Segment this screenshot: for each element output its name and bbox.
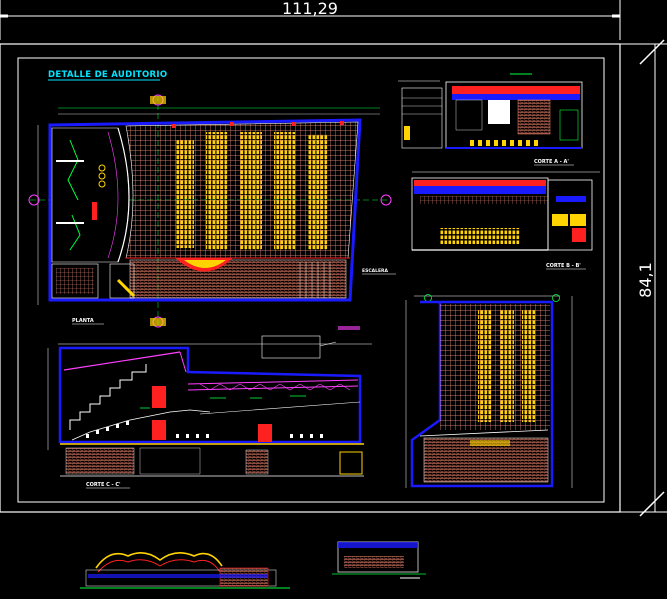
section-bb: CORTE B - B' [411, 171, 600, 270]
dimension-width-text: 111,29 [282, 0, 338, 18]
outer-frame [0, 43, 621, 513]
label-corte-aa: CORTE A - A' [534, 159, 569, 165]
section-aa: CORTE A - A' [398, 73, 583, 166]
dimension-height-text: 84,1 [636, 262, 655, 298]
inner-frame [17, 57, 605, 503]
label-corte-bb: CORTE B - B' [546, 263, 581, 269]
label-escalera: ESCALERA [362, 268, 389, 274]
section-cc: CORTE C - C' [47, 326, 372, 489]
floor-plan: PLANTA ESCALERA [28, 94, 396, 328]
mini-elevation-left [80, 552, 290, 589]
dimension-width: 111,29 [0, 0, 621, 40]
label-planta: PLANTA [72, 318, 94, 324]
seating-detail-plan [405, 294, 573, 488]
sheet-title: DETALLE DE AUDITORIO [48, 70, 167, 80]
dimension-height: 84,1 [620, 39, 667, 517]
mini-elevation-right [332, 541, 426, 579]
label-corte-cc: CORTE C - C' [86, 482, 121, 488]
